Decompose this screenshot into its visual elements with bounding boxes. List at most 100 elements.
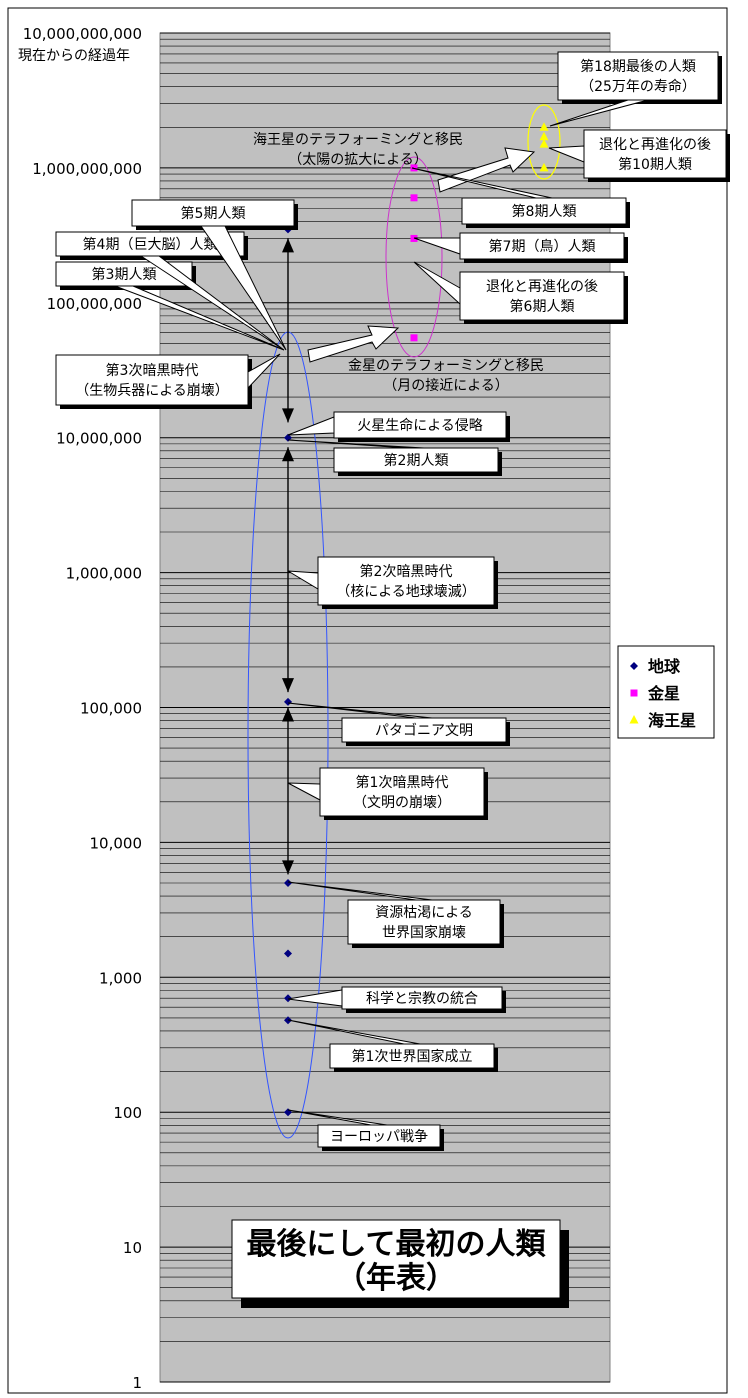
callout-label: 第1次世界国家成立 <box>352 1048 473 1065</box>
annotation-callout: 第18期最後の人類 （25万年の寿命） <box>549 51 722 127</box>
callout-label: （25万年の寿命） <box>580 78 696 95</box>
annotation-callout: 火星生命による侵略 <box>287 411 510 442</box>
annotation-callout: 科学と宗教の統合 <box>287 986 506 1013</box>
callout-box <box>131 199 295 227</box>
callout-label: 第3期人類 <box>92 266 157 283</box>
callout-box <box>459 232 625 260</box>
callout-label: （文明の崩壊） <box>353 795 451 811</box>
title-line: 最後にして最初の人類 <box>246 1227 546 1262</box>
callout-box <box>319 767 485 817</box>
callout-box <box>341 717 507 743</box>
migration-arrow <box>307 325 400 363</box>
annotation-callout: 第3次暗黒時代 （生物兵器による崩壊） <box>55 353 281 409</box>
y-axis-label: 現在からの経過年 <box>18 48 130 64</box>
callout-label: 世界国家崩壊 <box>382 924 466 941</box>
y-tick-label: 10,000,000,000 <box>23 25 142 43</box>
y-tick-label: 1,000,000 <box>66 565 142 583</box>
y-tick-label: 10,000 <box>90 834 143 852</box>
callout-box <box>459 271 625 321</box>
y-tick-label: 100,000,000 <box>47 295 142 313</box>
callout-box <box>55 354 249 406</box>
callout-label: 第6期人類 <box>510 298 575 315</box>
span-arrowhead-down <box>282 678 294 693</box>
title-line: （年表） <box>336 1261 456 1296</box>
y-tick-label: 100 <box>113 1104 142 1122</box>
venus-group-ellipse <box>385 156 443 358</box>
callout-label: （生物兵器による崩壊） <box>75 383 229 399</box>
span-arrowhead-down <box>282 408 294 423</box>
callout-box <box>461 197 627 225</box>
callout-label: 火星生命による侵略 <box>357 417 483 434</box>
callout-label: 資源枯渇による <box>375 905 473 921</box>
callout-label: 第2期人類 <box>384 452 449 469</box>
callout-box <box>347 899 501 945</box>
callout-label: 第1次暗黒時代 <box>356 774 449 791</box>
annotation-callout: 第2次暗黒時代（核による地球壊滅） <box>287 556 498 609</box>
callout-label: 第3次暗黒時代 <box>106 362 199 379</box>
callout-box <box>333 411 507 439</box>
annotation-callout: 第1次世界国家成立 <box>287 1019 498 1072</box>
migration-arrow <box>437 147 536 193</box>
migration-arrows: 金星のテラフォーミングと移民（月の接近による）海王星のテラフォーミングと移民（太… <box>253 132 544 394</box>
venus-point <box>410 164 418 172</box>
span-arrowhead-up <box>282 707 294 722</box>
dark-age-spans <box>282 238 294 875</box>
y-tick-label: 10,000,000 <box>56 430 142 448</box>
annotation-callout: 第4期（巨大脳）人類 <box>55 231 285 351</box>
neptune-point <box>539 162 549 172</box>
callout-label: 第10期人類 <box>618 156 692 173</box>
callout-label: パタゴニア文明 <box>375 722 473 739</box>
earth-point <box>284 949 292 958</box>
span-arrowhead-up <box>282 447 294 462</box>
y-tick-label: 1,000,000,000 <box>32 160 142 178</box>
callout-box <box>333 447 499 473</box>
callout-label: 第5期人類 <box>181 205 246 222</box>
annotation-callout: パタゴニア文明 <box>287 702 510 746</box>
callout-label: 第4期（巨大脳）人類 <box>83 236 218 253</box>
legend-marker <box>630 689 638 697</box>
callout-box <box>583 129 727 179</box>
legend-marker <box>630 662 638 670</box>
legend-label: 金星 <box>647 684 680 703</box>
legend-label: 地球 <box>648 657 681 676</box>
annotation-callout: 第5期人類 <box>131 199 298 351</box>
callout-label: 第18期最後の人類 <box>580 58 696 75</box>
annotation-callout: 第7期（鳥）人類 <box>413 232 628 263</box>
y-axis-ticks: 1101001,00010,000100,0001,000,00010,000,… <box>23 25 142 1392</box>
callout-label: ヨーロッパ戦争 <box>330 1129 428 1145</box>
callout-label: 科学と宗教の統合 <box>366 991 478 1007</box>
callout-label: 退化と再進化の後 <box>599 137 711 153</box>
annotation-callout: 第8期人類 <box>411 167 630 228</box>
earth-point <box>284 879 292 888</box>
callout-box <box>317 1124 441 1148</box>
chart-title: 最後にして最初の人類（年表） <box>231 1219 569 1308</box>
neptune-point <box>539 131 549 141</box>
neptune-group-ellipse <box>527 104 561 180</box>
annotation-callout: 第1次暗黒時代 （文明の崩壊） <box>287 767 488 820</box>
migration-label: （太陽の拡大による） <box>288 152 428 168</box>
y-tick-label: 10 <box>123 1239 142 1257</box>
annotation-callout: ヨーロッパ戦争 <box>287 1109 444 1151</box>
y-tick-label: 100,000 <box>80 700 142 718</box>
callout-box <box>329 1043 495 1069</box>
annotation-callouts: ヨーロッパ戦争第1次世界国家成立科学と宗教の統合資源枯渇による世界国家崩壊第1次… <box>55 51 730 1151</box>
callout-box <box>557 51 719 101</box>
neptune-point <box>539 139 549 148</box>
span-arrowhead-down <box>282 860 294 875</box>
neptune-point <box>539 122 549 131</box>
span-arrowhead-up <box>282 238 294 253</box>
callout-label: 第8期人類 <box>512 203 577 220</box>
title-box <box>231 1219 561 1299</box>
callout-label: 退化と再進化の後 <box>486 279 598 295</box>
callout-box <box>341 986 503 1010</box>
callout-label: 第7期（鳥）人類 <box>489 238 596 255</box>
callout-label: 第2次暗黒時代 <box>360 563 453 580</box>
legend-label: 海王星 <box>648 711 696 730</box>
y-tick-label: 1,000 <box>99 969 142 987</box>
venus-point <box>410 194 418 202</box>
migration-label: （月の接近による） <box>383 377 509 394</box>
